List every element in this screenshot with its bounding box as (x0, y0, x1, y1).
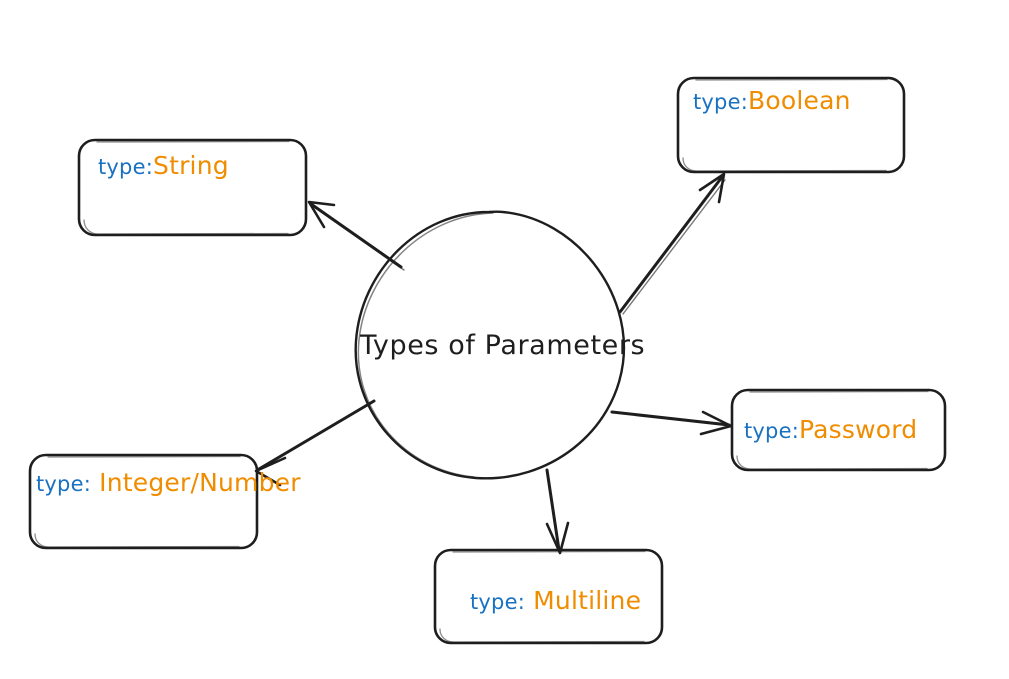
edge-center-to-integer (254, 399, 376, 487)
edge-center-to-password (610, 410, 733, 436)
edge-center-to-string (307, 200, 405, 271)
edge-center-to-multiline (545, 468, 570, 555)
node-boolean-shape[interactable] (676, 76, 906, 174)
edge-center-to-boolean (618, 172, 726, 315)
node-multiline-shape[interactable] (433, 548, 664, 645)
center-node-label: Types of Parameters (360, 330, 646, 361)
node-integer-shape[interactable] (28, 453, 259, 550)
node-password-shape[interactable] (730, 388, 947, 472)
node-string-shape[interactable] (77, 138, 308, 237)
center-node-shape[interactable] (354, 210, 626, 480)
